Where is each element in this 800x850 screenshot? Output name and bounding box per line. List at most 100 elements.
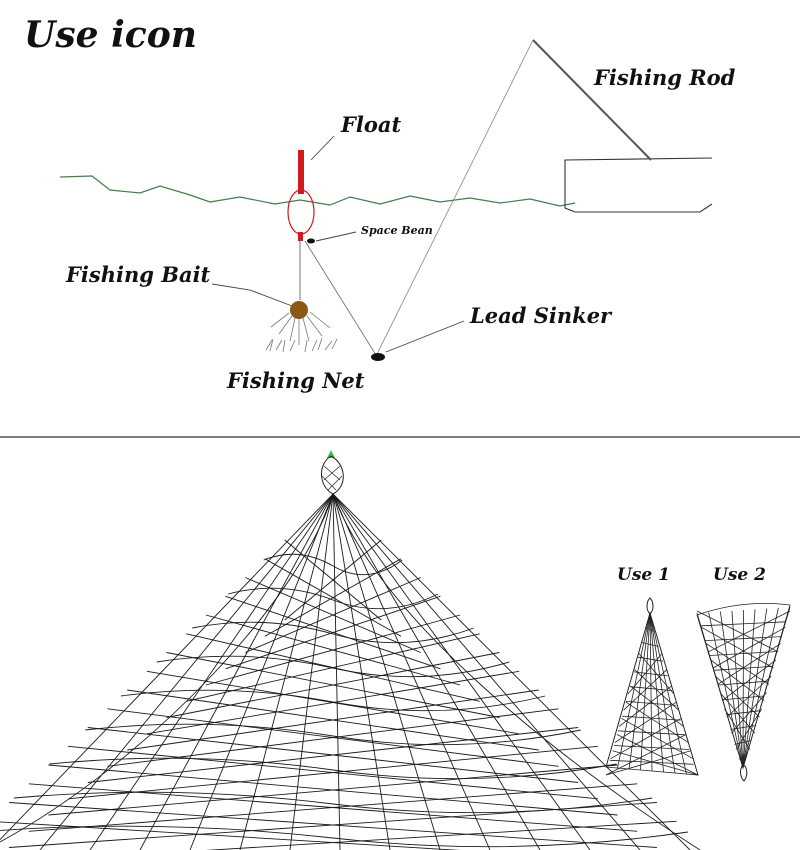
- use2-diag: [735, 708, 763, 750]
- sinker-line: [304, 240, 377, 356]
- use1-cord: [628, 612, 651, 770]
- net-left-edge: [0, 493, 334, 843]
- use1-cord: [649, 612, 653, 772]
- net-ring: [120, 689, 546, 712]
- net-ring: [49, 757, 617, 780]
- net-radial-cord: [189, 493, 334, 850]
- use2-cord: [696, 612, 744, 769]
- net-radial-cord: [239, 493, 334, 850]
- big-fishing-net: [0, 493, 701, 850]
- use2-cord: [708, 612, 744, 769]
- net-mesh-line: [146, 670, 520, 735]
- label-fishing-net: Fishing Net: [226, 368, 365, 393]
- label-use-2: Use 2: [713, 565, 766, 585]
- label-space-bean: Space Bean: [361, 224, 433, 237]
- use1-diag: [621, 717, 694, 760]
- net-radial-cord: [289, 493, 334, 850]
- use2-diag: [724, 708, 751, 750]
- net-radial-cord: [39, 493, 334, 850]
- use2-cord: [742, 608, 768, 769]
- net-ring: [227, 587, 439, 610]
- use2-cord: [742, 606, 791, 769]
- diagram-title: Use icon: [24, 14, 197, 56]
- use1-diag: [614, 701, 677, 743]
- fishing-rod: [532, 39, 652, 161]
- label-fishing-rod: Fishing Rod: [593, 65, 736, 90]
- use1-diag: [618, 685, 672, 727]
- fishing-net-hooks: [265, 337, 338, 353]
- boat-dock: [564, 157, 713, 213]
- use2-diag: [696, 610, 779, 653]
- net-radial-cord: [332, 493, 391, 850]
- net-mesh-line: [166, 652, 500, 718]
- net-mesh-line: [205, 820, 677, 850]
- net-mesh-line: [284, 539, 382, 621]
- bait-ball: [290, 301, 308, 319]
- net-radial-cord: [332, 493, 441, 850]
- use2-diag: [726, 675, 772, 718]
- lead-sinker: [371, 353, 385, 361]
- float-body: [287, 189, 315, 235]
- pointer-lines: [211, 135, 465, 353]
- use1-diag: [623, 669, 668, 711]
- use1-diag: [625, 701, 689, 743]
- net-ring: [192, 621, 474, 644]
- water-surface: [59, 175, 576, 207]
- fishing-rod-line: [375, 39, 534, 357]
- use1-cord: [649, 612, 664, 773]
- net-ring: [263, 553, 403, 576]
- net-mesh-line: [107, 708, 559, 767]
- use2-diag: [705, 643, 770, 685]
- use1-diag: [616, 734, 699, 776]
- net-radial-cord: [332, 493, 591, 850]
- use1-diag: [627, 653, 663, 695]
- net-radial-cord: [89, 493, 334, 850]
- use1-diag: [605, 750, 691, 776]
- net-radial-cord: [332, 493, 691, 850]
- use2-outline: [696, 602, 791, 770]
- label-use-1: Use 1: [617, 565, 670, 585]
- net-ring: [13, 791, 653, 814]
- label-fishing-bait: Fishing Bait: [65, 262, 211, 287]
- space-bean: [307, 238, 315, 244]
- net-radial-cord: [332, 493, 341, 850]
- use1-cord: [649, 612, 687, 775]
- net-use-1: [605, 611, 699, 776]
- net-mesh-line: [264, 558, 402, 637]
- use2-diag: [701, 626, 774, 669]
- use2-diag: [719, 692, 756, 734]
- use1-diag: [629, 685, 684, 727]
- net-radial-cord: [0, 493, 334, 841]
- use2-diag: [712, 626, 786, 669]
- net-mesh-line: [205, 614, 461, 686]
- use2-diag: [722, 659, 777, 701]
- hook-lines: [270, 311, 331, 345]
- net-ring: [0, 825, 688, 848]
- net-bulb-mesh: [321, 465, 343, 491]
- use2-cord: [719, 611, 744, 769]
- use2-diag: [717, 643, 781, 685]
- label-float: Float: [340, 112, 402, 137]
- net-tip-marker: [327, 450, 335, 458]
- net-mesh-line: [87, 727, 579, 783]
- net-use-2: [696, 602, 791, 770]
- use2-diag: [731, 692, 767, 734]
- net-mesh-line: [245, 577, 421, 653]
- use2-cord: [742, 609, 744, 769]
- use2-diag: [715, 675, 760, 718]
- use1-diag: [634, 669, 680, 711]
- net-mesh-line: [68, 745, 598, 800]
- use2-diag: [708, 610, 791, 653]
- float-bottom: [298, 232, 303, 241]
- use1-cord: [617, 612, 651, 769]
- net-use-2-tip: [740, 765, 748, 782]
- net-radial-cord: [139, 493, 334, 850]
- net-mesh-line: [48, 764, 618, 816]
- float-stick: [298, 150, 304, 194]
- net-right-edge: [332, 493, 701, 850]
- net-radial-cord: [332, 493, 541, 850]
- net-ring: [156, 655, 510, 678]
- net-mesh-line: [28, 783, 638, 832]
- use2-diag: [710, 659, 765, 701]
